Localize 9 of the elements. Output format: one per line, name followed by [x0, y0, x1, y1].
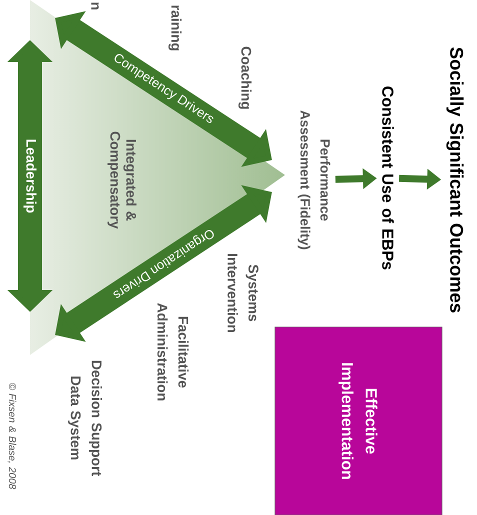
- driver-label: Decision Support Data System: [68, 360, 102, 476]
- driver-label: Coaching: [238, 46, 252, 109]
- implementation-box: Effective Implementation: [274, 326, 442, 515]
- step-text: Consistent Use of EBPs: [382, 86, 394, 270]
- driver-label: n: [91, 2, 99, 10]
- step-text: Performance Assessment (Fidelity): [298, 110, 330, 250]
- title-text: Socially Significant Outcomes: [446, 47, 464, 312]
- copyright-note: © Fixsen & Blase, 2008: [8, 383, 16, 490]
- driver-label: Systems Intervention: [228, 254, 258, 332]
